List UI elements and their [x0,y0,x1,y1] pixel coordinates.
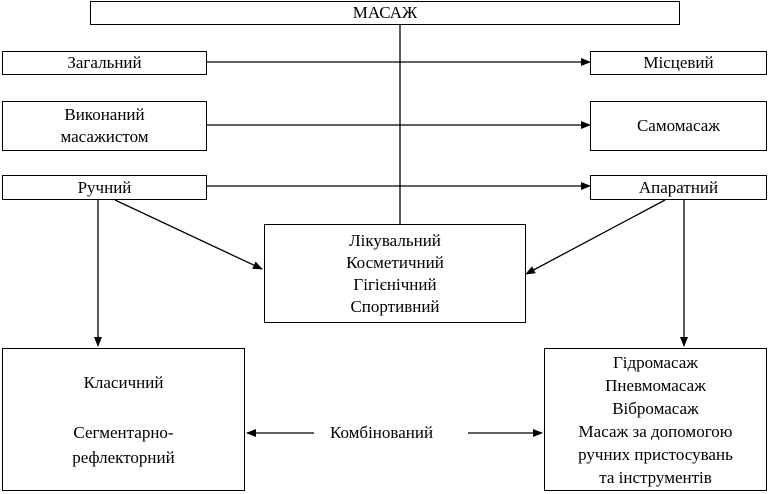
type-cosmetic: Косметичний [346,252,444,272]
hardware-label: Апаратний [638,177,719,197]
hardware-methods-box: Гідромасаж Пневмомасаж Вібромасаж Масаж … [544,348,767,491]
title-box: МАСАЖ [90,1,680,25]
method-manual-tools-line1: Масаж за допомогою [578,421,733,441]
method-manual-tools-line3: та інструментів [599,467,712,487]
local-label: Місцевий [643,53,714,72]
combined-label: Комбінований [324,422,440,444]
segmental-label-line1: Сегментарно- [73,422,174,442]
arrow-manual-to-center [114,199,263,270]
segmental-label-line2: рефлекторний [72,447,175,467]
masseur-label-line2: масажистом [60,127,149,146]
manual-label: Ручний [77,177,132,197]
masseur-label-line1: Виконаний [64,105,145,124]
center-types-box: Лікувальний Косметичний Гігієнічний Спор… [264,224,526,323]
self-massage-label: Самомасаж [636,116,721,135]
type-hygienic: Гігієнічний [353,274,437,294]
type-sports: Спортивний [350,296,440,316]
classic-label: Класичний [83,372,164,392]
title-text: МАСАЖ [352,3,418,22]
general-label: Загальний [67,53,142,72]
local-box: Місцевий [590,51,767,75]
masseur-box: Виконаний масажистом [2,101,207,151]
arrow-hardware-to-center [525,199,666,275]
method-hydro: Гідромасаж [612,352,699,372]
self-massage-box: Самомасаж [590,101,767,151]
general-box: Загальний [2,51,207,75]
method-manual-tools-line2: ручних пристосувань [578,444,733,464]
method-vibro: Вібромасаж [612,398,699,418]
hardware-box: Апаратний [590,175,767,200]
manual-box: Ручний [2,175,207,200]
method-pneumo: Пневмомасаж [605,375,706,395]
type-therapeutic: Лікувальний [349,230,441,250]
classic-box: Класичний Сегментарно- рефлекторний [2,348,245,491]
